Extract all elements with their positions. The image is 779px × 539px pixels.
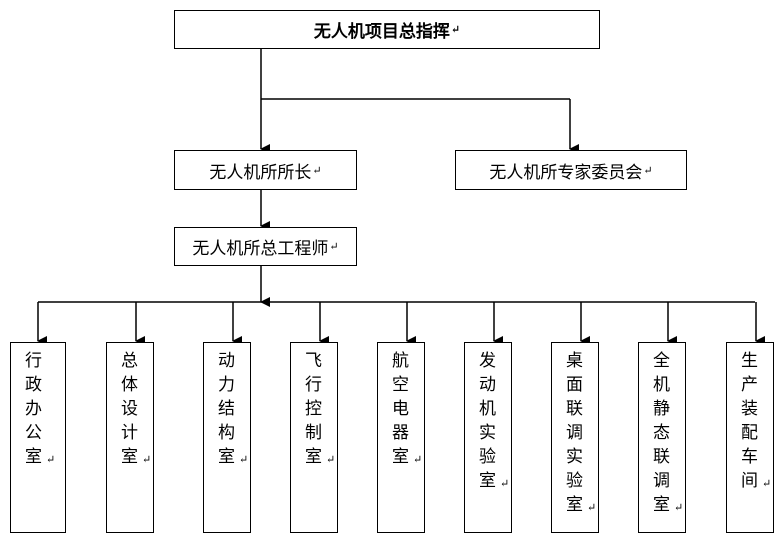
paragraph-mark: ↵ (326, 453, 336, 466)
department-label: 行政办公室 (25, 351, 42, 467)
department-label: 动力结构室 (218, 351, 235, 467)
paragraph-mark: ↵ (46, 453, 56, 466)
chief-engineer-box: 无人机所总工程师↵ (174, 227, 357, 266)
paragraph-mark: ↵ (500, 477, 510, 490)
expert-committee-label: 无人机所专家委员会 (489, 162, 643, 183)
department-box: 行政办公室 ↵ (10, 342, 66, 533)
director-label: 无人机所所长 (209, 162, 312, 183)
paragraph-mark: ↵ (312, 163, 322, 177)
department-label: 全机静态联调室 (653, 351, 670, 515)
paragraph-mark: ↵ (329, 240, 339, 253)
department-box: 总体设计室 ↵ (106, 342, 154, 533)
director-box: 无人机所所长↵ (174, 150, 357, 190)
department-box: 航空电器室 ↵ (377, 342, 425, 533)
department-drops (37, 302, 765, 346)
department-box: 飞行控制室 ↵ (290, 342, 338, 533)
department-label: 发动机实验室 (479, 351, 496, 491)
department-label: 桌面联调实验室 (566, 351, 583, 515)
department-label: 航空电器室 (392, 351, 409, 467)
department-label: 飞行控制室 (305, 351, 322, 467)
paragraph-mark: ↵ (450, 23, 461, 36)
department-label: 总体设计室 (121, 351, 138, 467)
department-box: 桌面联调实验室 ↵ (551, 342, 599, 533)
department-box: 动力结构室 ↵ (203, 342, 251, 533)
paragraph-mark: ↵ (142, 453, 152, 466)
department-label: 生产装配车间 (741, 351, 758, 491)
paragraph-mark: ↵ (587, 501, 597, 514)
paragraph-mark: ↵ (674, 501, 684, 514)
expert-committee-box: 无人机所专家委员会↵ (455, 150, 687, 190)
paragraph-mark: ↵ (413, 453, 423, 466)
paragraph-mark: ↵ (762, 477, 772, 490)
department-box: 全机静态联调室 ↵ (638, 342, 686, 533)
project-commander-box: 无人机项目总指挥↵ (174, 10, 600, 49)
project-commander-label: 无人机项目总指挥 (313, 22, 450, 42)
paragraph-mark: ↵ (643, 163, 653, 177)
department-box: 生产装配车间 ↵ (726, 342, 774, 533)
chief-engineer-label: 无人机所总工程师 (192, 239, 329, 259)
department-box: 发动机实验室 ↵ (464, 342, 512, 533)
paragraph-mark: ↵ (239, 453, 249, 466)
